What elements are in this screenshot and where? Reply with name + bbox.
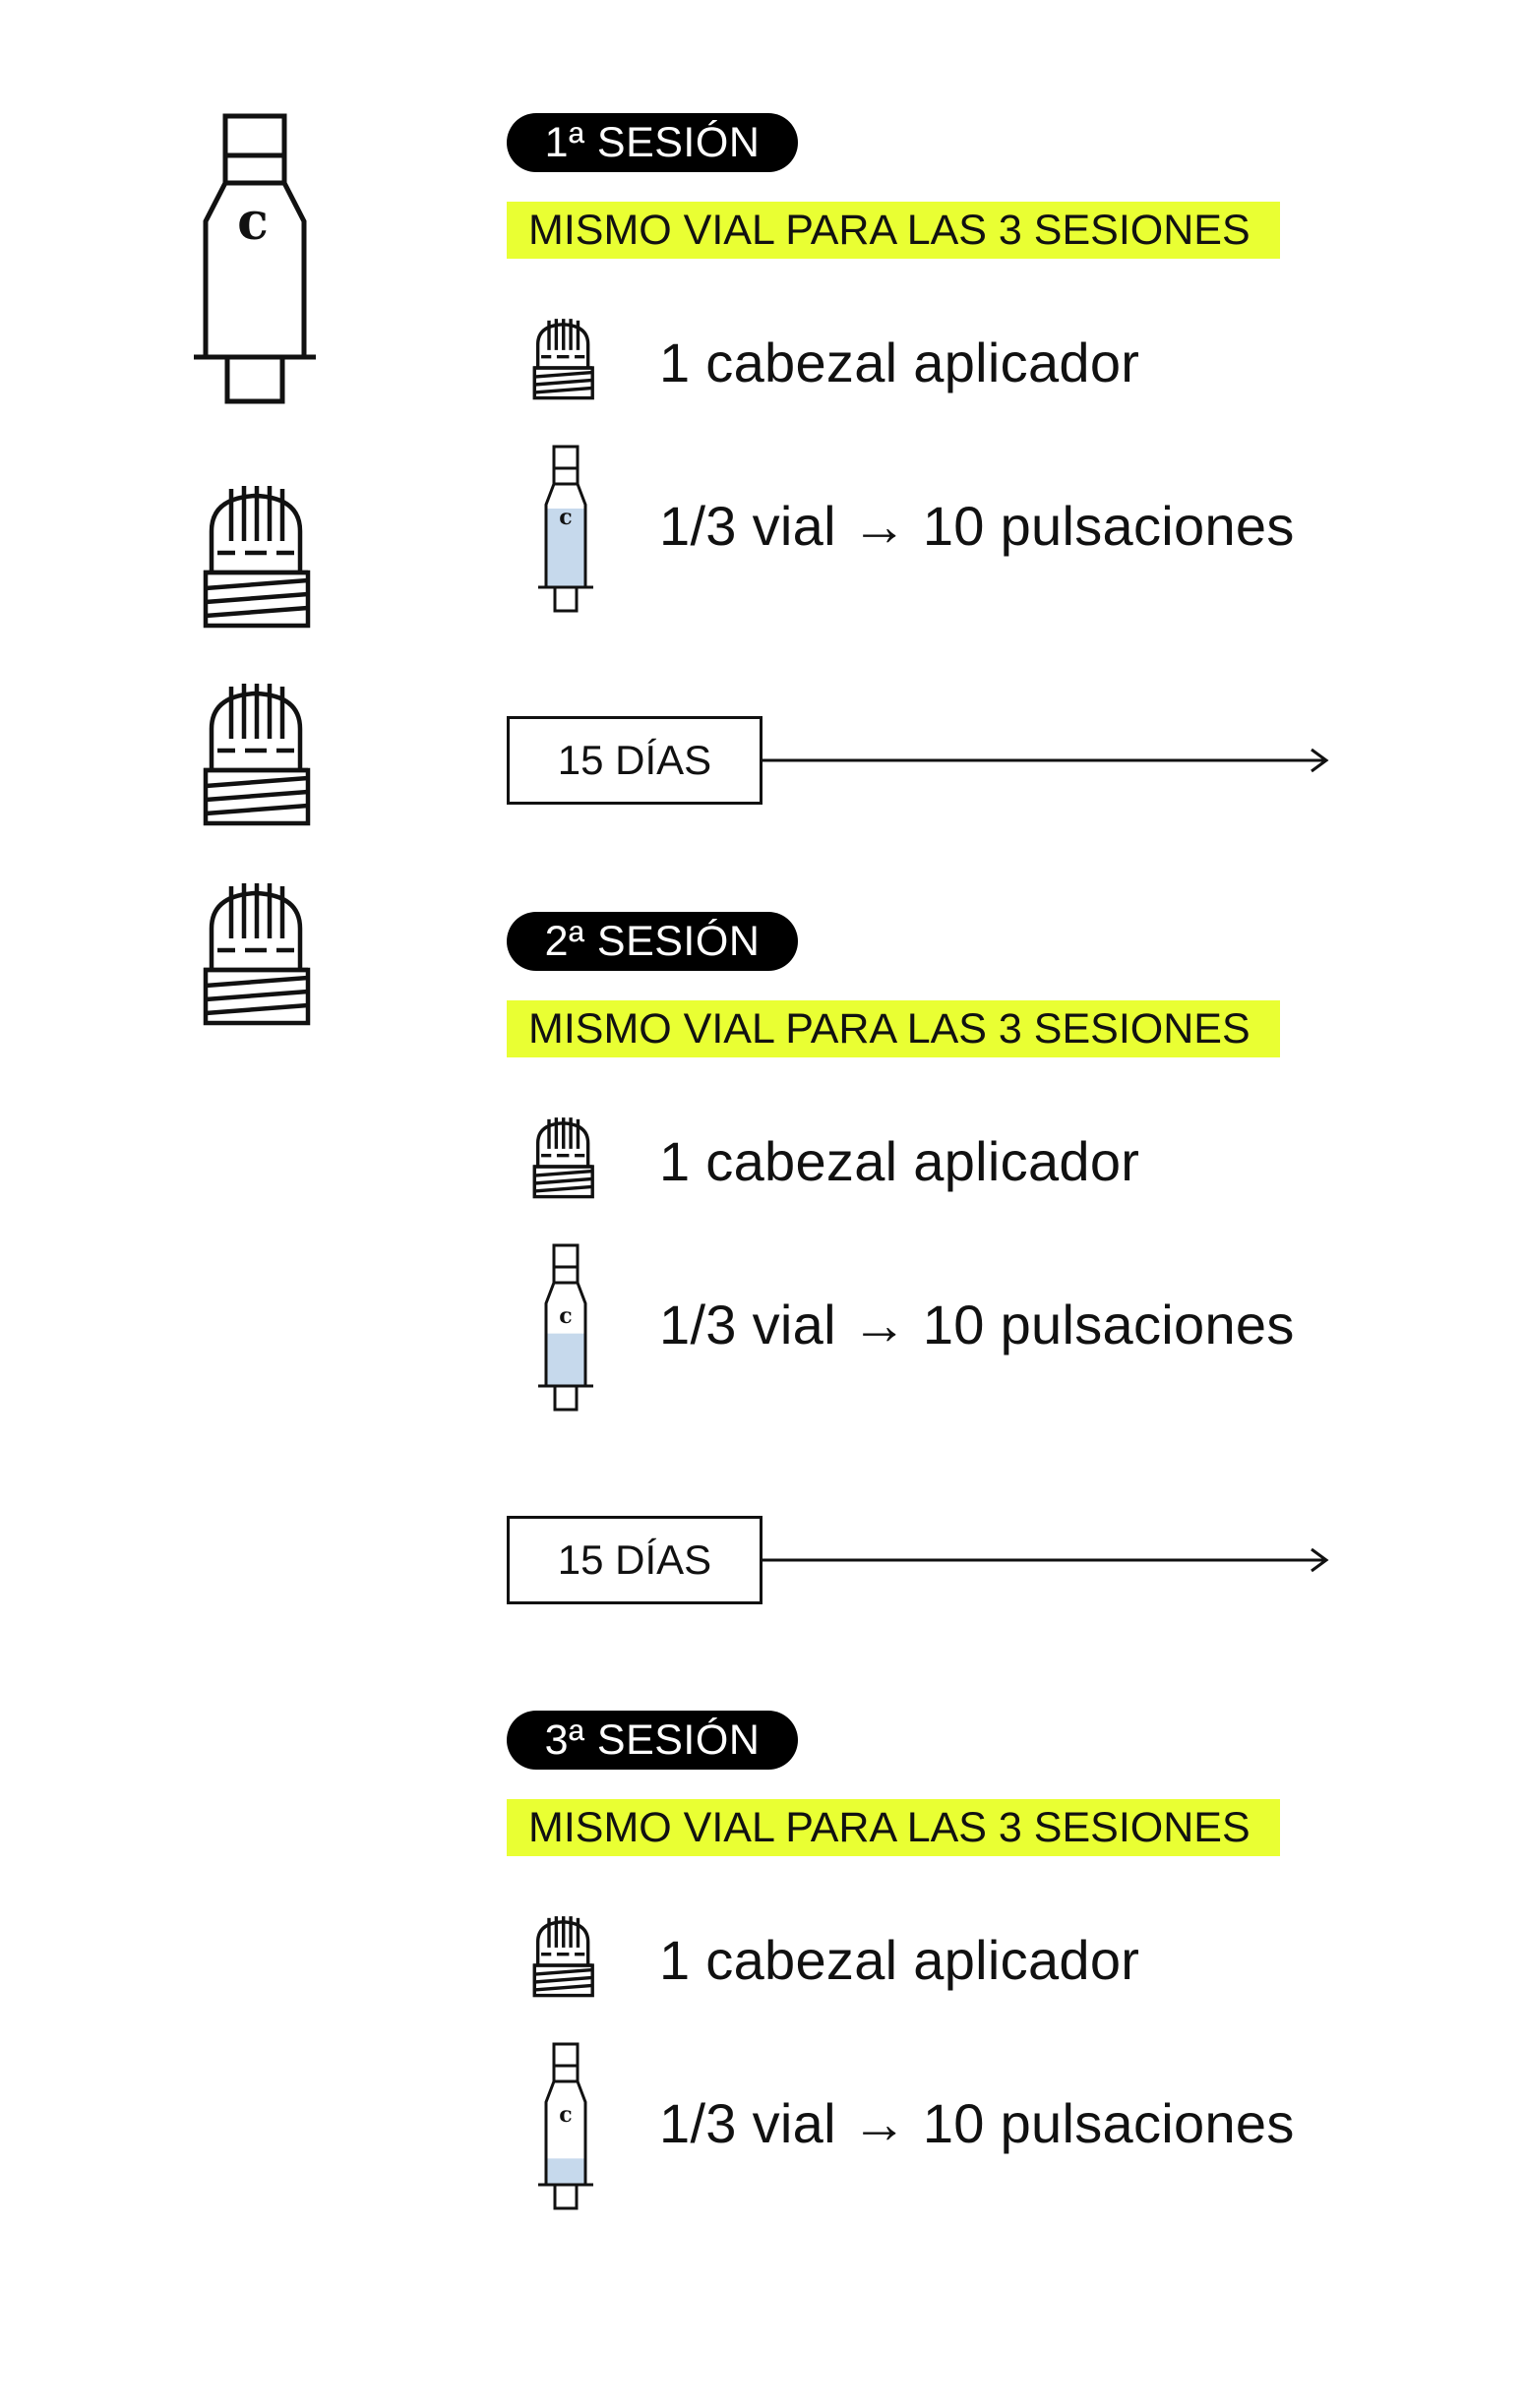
session-banner: MISMO VIAL PARA LAS 3 SESIONES: [507, 202, 1280, 259]
head-text: 1 cabezal aplicador: [659, 1929, 1140, 1991]
vial-small-icon: c: [538, 445, 593, 613]
session-banner: MISMO VIAL PARA LAS 3 SESIONES: [507, 1000, 1280, 1057]
vial-text: 1/3 vial → 10 pulsaciones: [659, 2092, 1295, 2154]
applicator-head-icon: [203, 486, 311, 629]
applicator-head-small-icon: [532, 319, 594, 400]
vial-logo: c: [237, 192, 269, 252]
vial-small-icon: c: [538, 1243, 593, 1412]
vial-logo: c: [559, 505, 572, 530]
session-label: 2ª SESIÓN: [507, 912, 798, 971]
applicator-head-icon: [203, 883, 311, 1026]
vial-logo: c: [559, 2102, 572, 2128]
head-text: 1 cabezal aplicador: [659, 1130, 1140, 1192]
applicator-head-small-icon: [532, 1916, 594, 1998]
vial-small-icon: c: [538, 2042, 593, 2210]
session-label: 3ª SESIÓN: [507, 1711, 798, 1770]
vial-liquid-level: [546, 509, 585, 587]
vial-text: 1/3 vial → 10 pulsaciones: [659, 1294, 1295, 1355]
head-text: 1 cabezal aplicador: [659, 331, 1140, 393]
arrow-right-icon: [762, 748, 1329, 773]
vial-large-icon: c: [194, 113, 316, 404]
session-label: 1ª SESIÓN: [507, 113, 798, 172]
vial-liquid-level: [546, 2158, 585, 2185]
vial-liquid-level: [546, 1333, 585, 1386]
applicator-head-small-icon: [532, 1117, 594, 1199]
interval-label: 15 DÍAS: [507, 1516, 762, 1604]
arrow-right-icon: [762, 1547, 1329, 1573]
applicator-head-icon: [203, 684, 311, 826]
vial-logo: c: [559, 1303, 572, 1329]
vial-text: 1/3 vial → 10 pulsaciones: [659, 495, 1295, 557]
session-banner: MISMO VIAL PARA LAS 3 SESIONES: [507, 1799, 1280, 1856]
interval-label: 15 DÍAS: [507, 716, 762, 805]
